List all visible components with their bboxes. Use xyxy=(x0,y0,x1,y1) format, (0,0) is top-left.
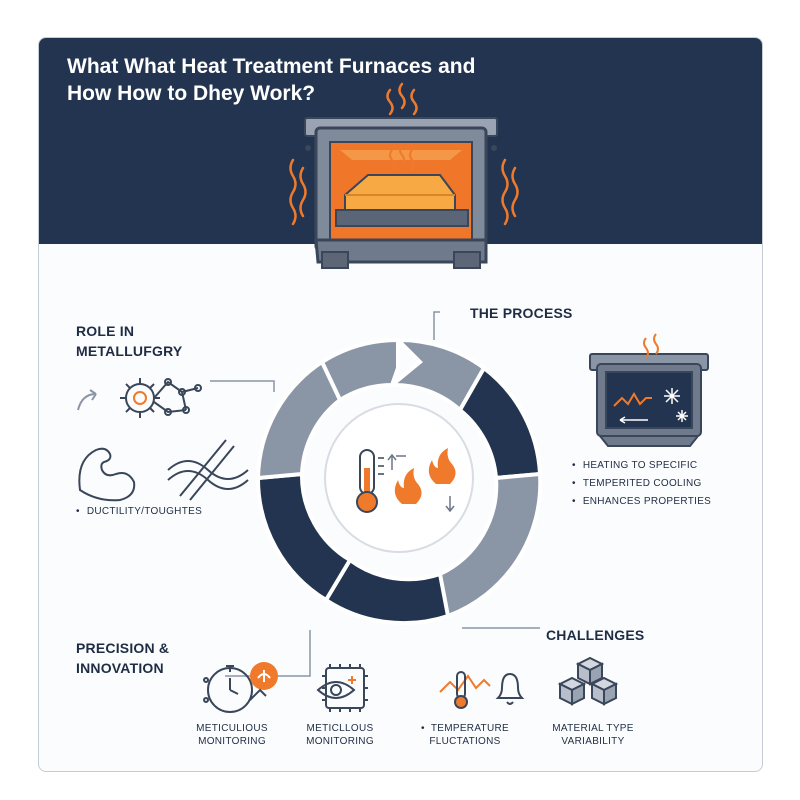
challenges-caption-1-line-1: •TEMPERATURE xyxy=(421,723,509,734)
challenges-caption-2-line-2: VARIABILITY xyxy=(561,736,625,747)
role-heading: ROLE IN METALLUFGRY xyxy=(76,321,182,361)
temperature-graph-icon xyxy=(439,671,491,709)
precision-caption-1-line-1: METICULIOUS xyxy=(196,723,268,734)
process-bullet-3: ENHANCES PROPERTIES xyxy=(572,496,711,508)
precision-caption-2: METICLLOUS MONITORING xyxy=(285,722,395,748)
precision-caption-2-line-2: MONITORING xyxy=(306,736,374,747)
flexed-arm-icon xyxy=(78,447,136,502)
challenges-caption-2-line-1: MATERIAL TYPE xyxy=(552,723,634,734)
challenges-caption-2: MATERIAL TYPE VARIABILITY xyxy=(538,722,648,748)
precision-heading-line-2: INNOVATION xyxy=(76,660,164,676)
challenges-caption-1-line-2: FLUCTATIONS xyxy=(429,736,501,747)
heat-wave-icon xyxy=(289,82,519,226)
process-bullet-2: TEMPERITED COOLING xyxy=(572,478,702,490)
flame-icon xyxy=(387,448,456,513)
thermometer-icon xyxy=(356,449,384,513)
furnace-cooling-icon xyxy=(589,333,709,447)
precision-heading: PRECISION & INNOVATION xyxy=(76,638,169,678)
stopwatch-icon xyxy=(203,665,253,713)
lightbulb-icon xyxy=(249,662,278,701)
title-line-1: What What Heat Treatment Furnaces and xyxy=(67,55,476,78)
title-line-2: How How to Dhey Work? xyxy=(67,82,316,105)
twisted-metal-icon xyxy=(167,439,249,501)
challenges-caption-1: •TEMPERATURE FLUCTATIONS xyxy=(410,722,520,748)
eye-chip-icon xyxy=(316,664,368,712)
role-heading-line-2: METALLUFGRY xyxy=(76,343,183,359)
challenges-heading: CHALLENGES xyxy=(546,627,645,643)
precision-heading-line-1: PRECISION & xyxy=(76,640,170,656)
precision-caption-2-line-1: METICLLOUS xyxy=(306,723,374,734)
role-bullet: DUCTILITY/TOUGHTES xyxy=(76,506,202,518)
challenges-caption-1-text-1: TEMPERATURE xyxy=(430,723,509,734)
furnace-icon xyxy=(304,117,498,269)
precision-caption-1: METICULIOUS MONITORING xyxy=(177,722,287,748)
role-heading-line-1: ROLE IN xyxy=(76,323,135,339)
bell-icon xyxy=(495,672,525,705)
page-title: What What Heat Treatment Furnaces and Ho… xyxy=(67,53,587,107)
process-heading: THE PROCESS xyxy=(470,305,573,321)
precision-caption-1-line-2: MONITORING xyxy=(198,736,266,747)
cubes-icon xyxy=(557,656,619,706)
gear-network-icon xyxy=(77,378,202,418)
cycle-arrows-icon xyxy=(255,337,543,626)
snowflake-icon xyxy=(664,388,688,422)
process-bullet-1: HEATING TO SPECIFIC xyxy=(572,460,697,472)
